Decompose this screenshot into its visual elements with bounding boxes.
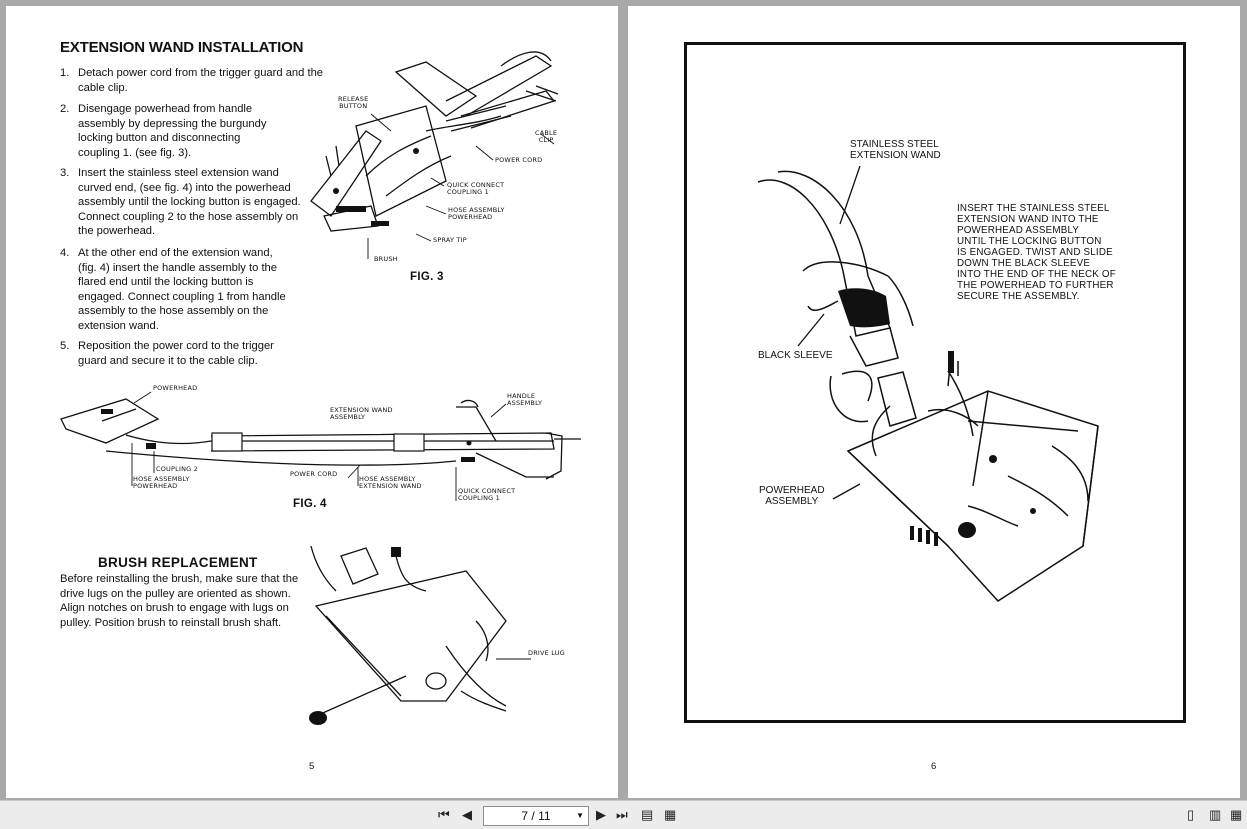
- fig4-label-handle-assembly: HANDLE ASSEMBLY: [507, 392, 543, 407]
- fig3-label-power-cord: POWER CORD: [495, 156, 543, 164]
- step-number: 4.: [60, 247, 70, 259]
- section-title: EXTENSION WAND INSTALLATION: [60, 39, 304, 56]
- page-number: 6: [931, 761, 937, 772]
- single-page-view-icon[interactable]: ▤: [641, 807, 654, 822]
- fig3-caption: FIG. 3: [410, 271, 444, 283]
- instruction-text: INSERT THE STAINLESS STEEL EXTENSION WAN…: [957, 203, 1116, 302]
- fig4-illustration: [60, 391, 581, 501]
- fig3-label-cable-clip: CABLE CLIP: [535, 129, 558, 144]
- step-number: 5.: [60, 340, 70, 352]
- fig4-caption: FIG. 4: [293, 498, 327, 510]
- fig3-label-brush: BRUSH: [374, 255, 398, 263]
- fig3-illustration: [310, 51, 559, 259]
- view-mode-continuous-icon[interactable]: ▥: [1209, 807, 1222, 822]
- pdf-page-left: EXTENSION WAND INSTALLATION 1. Detach po…: [6, 6, 618, 798]
- step-number: 2.: [60, 103, 70, 115]
- step-text: Detach power cord from the trigger guard…: [78, 67, 324, 94]
- brush-illustration: [309, 545, 531, 725]
- wand-powerhead-illustration: [757, 165, 1099, 602]
- page-number: 5: [309, 761, 315, 772]
- page-select[interactable]: 7 / 11 ▼: [483, 806, 589, 826]
- fig4-label-power-cord: POWER CORD: [290, 470, 338, 478]
- step-text: Insert the stainless steel extension wan…: [78, 167, 301, 238]
- label-black-sleeve: BLACK SLEEVE: [758, 350, 833, 361]
- viewer-toolbar: ⏮ ◀ 7 / 11 ▼ ▶ ⏭ ▤ ▦ ▯ ▥ ▦: [0, 800, 1247, 829]
- step-number: 3.: [60, 167, 70, 179]
- brush-section-text: Before reinstalling the brush, make sure…: [60, 573, 299, 629]
- page-indicator: 7 / 11: [521, 809, 551, 823]
- pdf-page-right: STAINLESS STEEL EXTENSION WAND INSERT TH…: [628, 6, 1240, 798]
- last-page-icon[interactable]: ⏭: [616, 807, 628, 822]
- fig3-label-quick-connect: QUICK CONNECT COUPLING 1: [447, 181, 505, 196]
- fig4-label-hose-extension: HOSE ASSEMBLY EXTENSION WAND: [359, 475, 422, 490]
- step-text: At the other end of the extension wand, …: [78, 247, 286, 332]
- fig4-label-quick-connect: QUICK CONNECT COUPLING 1: [458, 487, 516, 502]
- view-mode-single-icon[interactable]: ▯: [1187, 807, 1195, 822]
- view-mode-facing-icon[interactable]: ▦: [1230, 807, 1243, 822]
- figure-frame: [684, 42, 1186, 723]
- fig3-label-spray-tip: SPRAY TIP: [433, 236, 467, 244]
- fig4-label-coupling-2: COUPLING 2: [156, 465, 198, 473]
- label-powerhead-assembly: POWERHEAD ASSEMBLY: [759, 485, 825, 507]
- fig3-label-hose-assembly: HOSE ASSEMBLY POWERHEAD: [448, 206, 505, 221]
- drive-lug-label: DRIVE LUG: [528, 649, 565, 657]
- next-page-icon[interactable]: ▶: [596, 807, 606, 822]
- two-page-view-icon[interactable]: ▦: [664, 807, 677, 822]
- step-text: Reposition the power cord to the trigger…: [78, 340, 274, 367]
- fig4-label-powerhead: POWERHEAD: [153, 384, 198, 392]
- step-number: 1.: [60, 67, 70, 79]
- brush-section-title: BRUSH REPLACEMENT: [98, 555, 258, 570]
- fig4-label-extension-wand: EXTENSION WAND ASSEMBLY: [330, 406, 393, 421]
- chevron-down-icon: ▼: [576, 811, 584, 820]
- fig4-label-hose-powerhead: HOSE ASSEMBLY POWERHEAD: [133, 475, 190, 490]
- label-stainless-wand: STAINLESS STEEL EXTENSION WAND: [850, 139, 941, 161]
- step-text: Disengage powerhead from handle assembly…: [78, 103, 267, 159]
- prev-page-icon[interactable]: ◀: [462, 807, 472, 822]
- first-page-icon[interactable]: ⏮: [438, 807, 450, 822]
- fig3-label-release-button: RELEASE BUTTON: [338, 95, 369, 110]
